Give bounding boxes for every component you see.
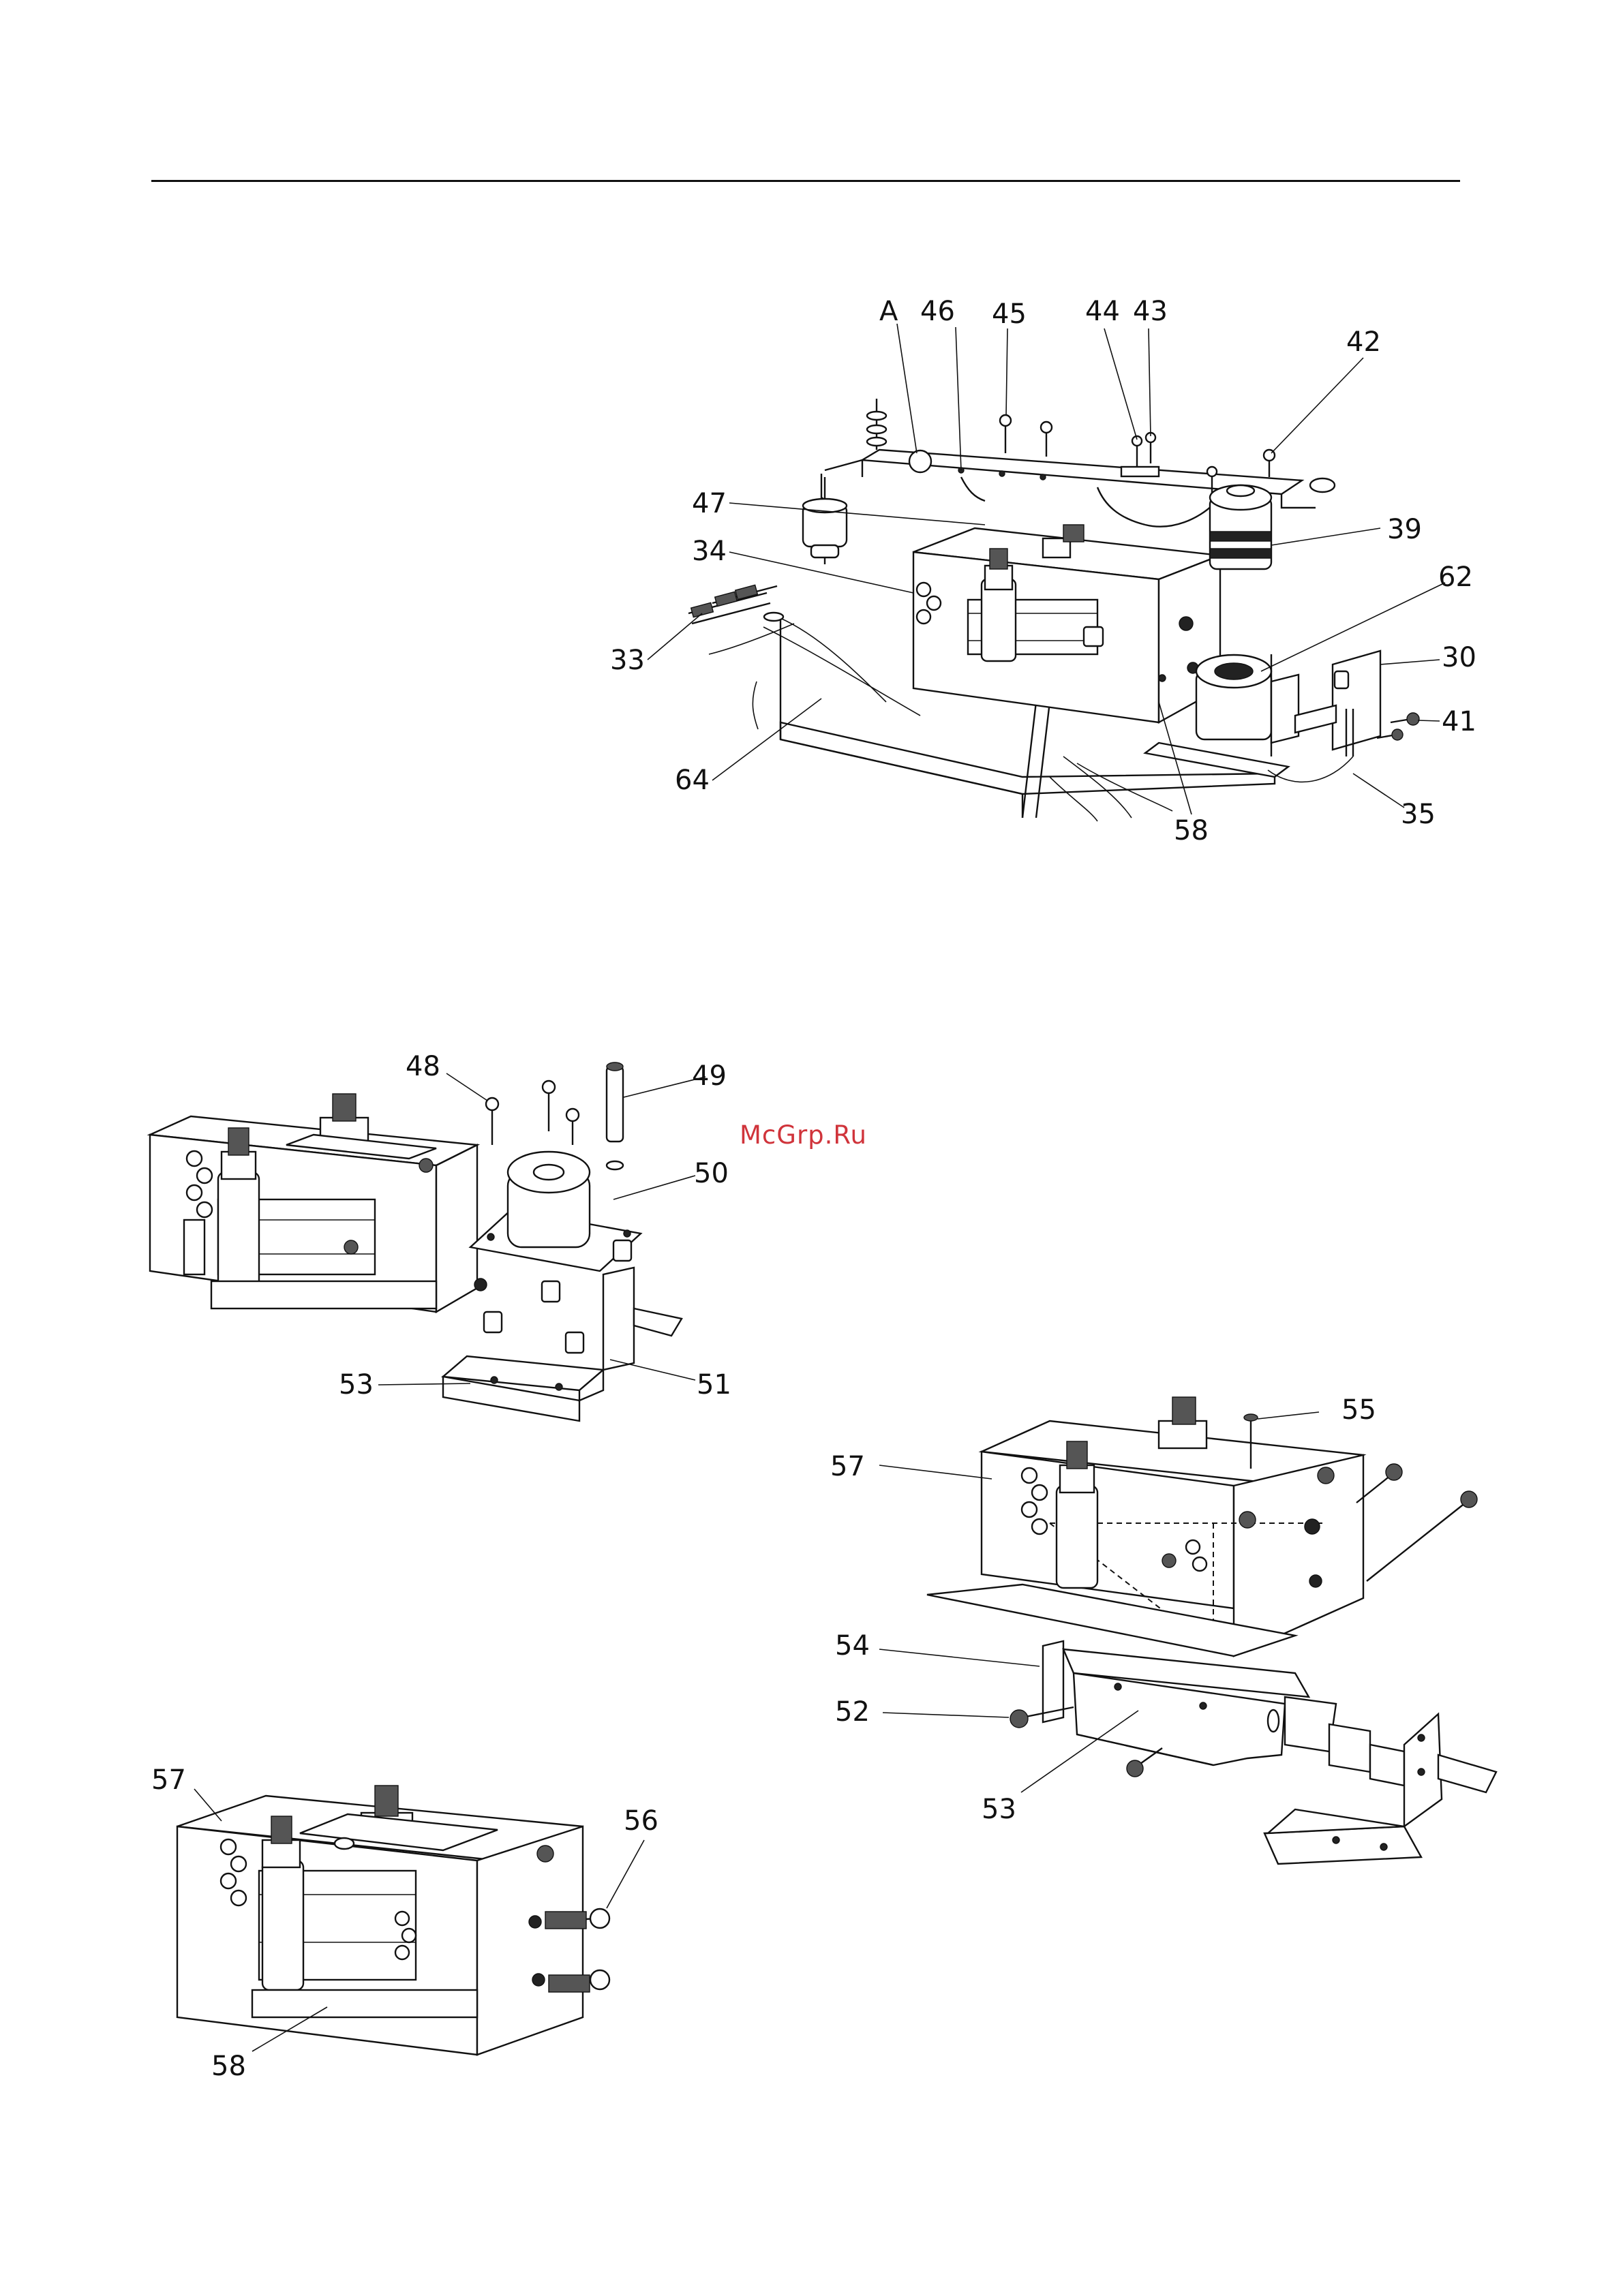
label-58-fig4: 58 — [211, 2051, 246, 2082]
label-46: 46 — [920, 296, 955, 327]
label-34: 34 — [692, 536, 727, 567]
screws-41 — [1377, 713, 1419, 740]
label-51: 51 — [697, 1369, 731, 1400]
label-52: 52 — [835, 1696, 870, 1728]
label-53-fig2: 53 — [339, 1369, 374, 1400]
label-35: 35 — [1401, 799, 1436, 830]
label-48: 48 — [406, 1051, 440, 1082]
label-45: 45 — [992, 299, 1027, 330]
motor-39 — [1210, 485, 1271, 569]
bracket-30 — [1295, 651, 1380, 756]
label-44: 44 — [1085, 296, 1120, 327]
watermark: McGrp.Ru — [740, 1120, 867, 1150]
figure-2-assembly — [150, 1062, 682, 1421]
label-50: 50 — [694, 1158, 729, 1189]
figure-4-assembly — [177, 1786, 609, 2055]
figure-1-assembly — [688, 399, 1419, 821]
label-33: 33 — [610, 645, 645, 676]
label-57-fig4: 57 — [151, 1764, 186, 1796]
label-42: 42 — [1346, 326, 1381, 358]
solenoid-47 — [803, 477, 847, 564]
label-43: 43 — [1133, 296, 1168, 327]
label-54: 54 — [835, 1630, 870, 1662]
label-53-fig3: 53 — [982, 1794, 1016, 1825]
label-55: 55 — [1341, 1394, 1376, 1426]
label-41: 41 — [1442, 706, 1476, 737]
label-64: 64 — [675, 765, 710, 796]
label-A: A — [879, 296, 898, 327]
label-30: 30 — [1442, 642, 1476, 673]
main-block-58 — [913, 525, 1220, 722]
label-39: 39 — [1387, 514, 1422, 545]
label-58: 58 — [1174, 815, 1209, 846]
label-57-fig3: 57 — [830, 1451, 865, 1482]
label-62: 62 — [1438, 562, 1473, 593]
label-47: 47 — [692, 488, 727, 519]
label-49: 49 — [692, 1060, 727, 1092]
label-56: 56 — [624, 1805, 658, 1837]
